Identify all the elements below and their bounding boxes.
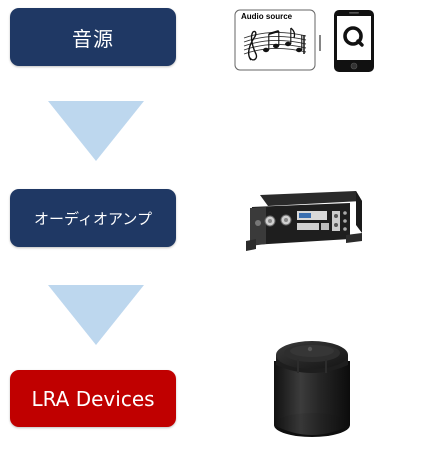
audio-amplifier-icon [246, 191, 362, 251]
down-arrow-2 [48, 285, 144, 345]
stage-label-audio-source: 音源 [72, 26, 114, 51]
stage-box-audio-amp: オーディオアンプ [10, 189, 176, 247]
stage-box-lra-devices: LRA Devices [10, 370, 176, 427]
separator-line [319, 35, 321, 51]
down-arrow-1 [48, 101, 144, 161]
audio-source-card: Audio source [234, 9, 316, 71]
audio-card-frame [234, 9, 316, 71]
stage-label-lra-devices: LRA Devices [31, 386, 155, 411]
smartphone-icon [334, 10, 374, 72]
music-notes-icon [243, 27, 307, 61]
stage-label-audio-amp: オーディオアンプ [34, 209, 152, 228]
stage-box-audio-source: 音源 [10, 8, 176, 66]
cylindrical-lra-device-icon [274, 341, 350, 437]
audio-source-label: Audio source [241, 12, 293, 21]
